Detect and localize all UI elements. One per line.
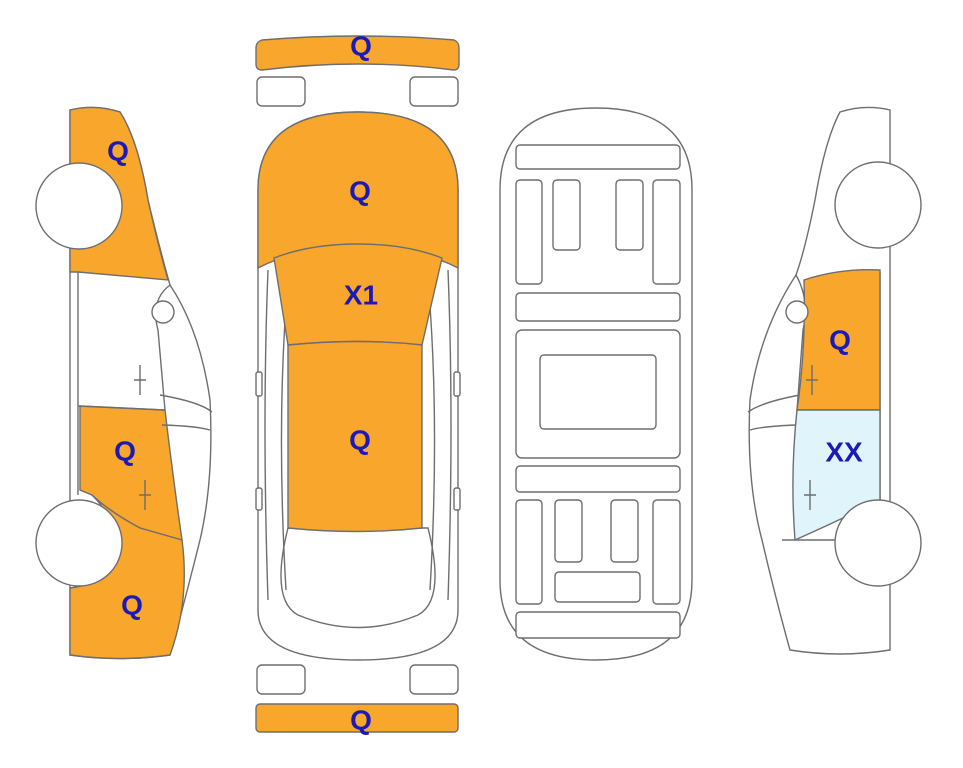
top-left-mirror	[255, 371, 263, 397]
label-left-rear-quarter: Q	[121, 590, 143, 621]
top-right-handle	[453, 487, 461, 511]
label-left-front-fender: Q	[107, 136, 129, 167]
rear-window-outline	[280, 527, 436, 629]
right-rear-wheel	[834, 499, 922, 587]
underbody-rear-right-box	[610, 499, 639, 563]
rear-bumper-panel	[255, 703, 459, 733]
damage-labels: Q Q X1 Q Q Q Q Q Q XX	[107, 31, 863, 736]
underbody-front-right-box	[615, 179, 644, 251]
underbody-front-left-rail	[515, 179, 543, 285]
label-left-rear-door: Q	[114, 436, 136, 467]
left-mirror	[151, 300, 175, 324]
underbody-rear-left-box	[554, 499, 583, 563]
right-side-view	[747, 106, 922, 655]
underbody-crossmember-2	[515, 465, 681, 493]
top-right-mirror	[453, 371, 461, 397]
underbody-center-plate	[539, 354, 657, 430]
underbody-front-right-rail	[652, 179, 681, 285]
front-bumper-panel	[255, 35, 460, 71]
left-side-view	[35, 106, 213, 660]
left-door-handle-front	[134, 365, 146, 395]
front-right-light	[409, 76, 459, 107]
right-door-handle-rear	[804, 480, 816, 510]
label-windshield: X1	[344, 280, 378, 311]
roof-panel	[287, 340, 423, 533]
underbody-front-bar	[515, 144, 681, 170]
label-hood: Q	[349, 176, 371, 207]
underbody-crossmember-1	[515, 292, 681, 322]
rear-left-light	[256, 664, 306, 695]
left-door-handle-rear	[139, 480, 151, 510]
right-door-handle-front	[806, 365, 818, 395]
underbody-front-left-box	[552, 179, 581, 251]
underbody-rear-cross	[554, 571, 641, 603]
left-front-wheel	[35, 162, 123, 250]
label-right-front-door: Q	[829, 325, 851, 356]
right-mirror	[785, 300, 809, 324]
underbody-rear-bar	[515, 611, 681, 639]
top-side-lines	[264, 269, 452, 601]
top-view	[255, 35, 461, 733]
underbody-view	[499, 107, 693, 661]
underbody-rear-left-rail	[515, 499, 543, 605]
label-rear-bumper: Q	[350, 705, 372, 736]
front-left-light	[256, 76, 306, 107]
underbody-rear-right-rail	[652, 499, 681, 605]
right-front-wheel	[834, 161, 922, 249]
label-roof: Q	[349, 425, 371, 456]
label-right-front-door-glass: XX	[825, 437, 863, 468]
top-left-handle	[255, 487, 263, 511]
rear-right-light	[409, 664, 459, 695]
left-rear-wheel	[35, 499, 123, 587]
label-front-bumper: Q	[350, 31, 372, 62]
